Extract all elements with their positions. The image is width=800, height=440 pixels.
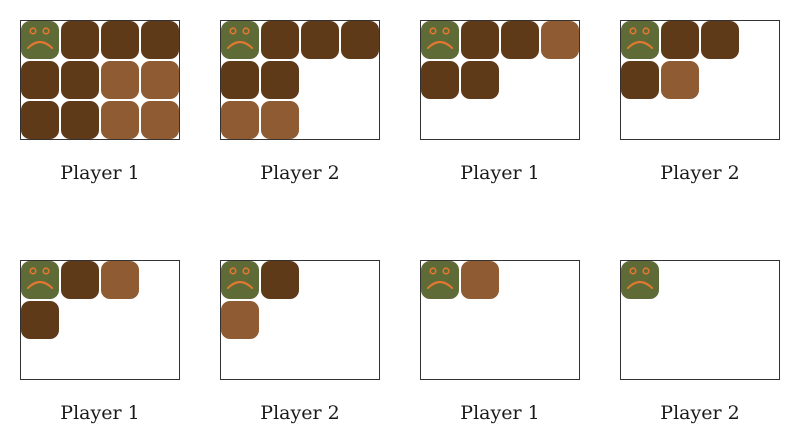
game-panel-4: Player 2 [620,20,780,184]
sad-face-icon [626,267,654,290]
sad-face-icon [426,267,454,290]
poison-square[interactable] [621,21,659,59]
poison-square[interactable] [221,21,259,59]
poison-square[interactable] [421,21,459,59]
chocolate-board [20,20,180,140]
poison-square[interactable] [621,261,659,299]
chocolate-square-dark[interactable] [461,61,499,99]
poison-square[interactable] [421,261,459,299]
game-panel-5: Player 1 [20,260,180,424]
chocolate-square-light[interactable] [101,101,139,139]
sad-face-icon [626,27,654,50]
chocolate-square-light[interactable] [461,261,499,299]
chocolate-square-dark[interactable] [501,21,539,59]
game-panel-2: Player 2 [220,20,380,184]
chocolate-square-dark[interactable] [221,61,259,99]
chocolate-board [20,260,180,380]
chocolate-square-dark[interactable] [661,21,699,59]
chocolate-square-dark[interactable] [421,61,459,99]
sad-face-icon [226,267,254,290]
sad-face-icon [226,27,254,50]
player-label: Player 1 [60,162,140,184]
chocolate-square-dark[interactable] [621,61,659,99]
player-label: Player 2 [660,162,740,184]
chocolate-board [620,260,780,380]
player-label: Player 1 [460,402,540,424]
player-label: Player 1 [60,402,140,424]
chocolate-board [420,20,580,140]
chocolate-board [420,260,580,380]
poison-square[interactable] [221,261,259,299]
sad-face-icon [26,27,54,50]
game-panel-8: Player 2 [620,260,780,424]
poison-square[interactable] [21,261,59,299]
chocolate-square-dark[interactable] [61,261,99,299]
chocolate-square-dark[interactable] [21,301,59,339]
chocolate-square-dark[interactable] [21,101,59,139]
sad-face-icon [426,27,454,50]
sad-face-icon [26,267,54,290]
chocolate-square-dark[interactable] [461,21,499,59]
chocolate-square-light[interactable] [221,301,259,339]
chocolate-board [220,20,380,140]
player-label: Player 2 [260,402,340,424]
chocolate-square-dark[interactable] [261,61,299,99]
chocolate-square-dark[interactable] [141,21,179,59]
poison-square[interactable] [21,21,59,59]
game-panel-1: Player 1 [20,20,180,184]
chocolate-square-light[interactable] [261,101,299,139]
chocolate-square-light[interactable] [541,21,579,59]
chocolate-square-dark[interactable] [261,21,299,59]
chocolate-square-light[interactable] [221,101,259,139]
game-panel-7: Player 1 [420,260,580,424]
chocolate-square-dark[interactable] [701,21,739,59]
chocolate-board [620,20,780,140]
chocolate-square-dark[interactable] [61,61,99,99]
chocolate-square-dark[interactable] [21,61,59,99]
chocolate-square-dark[interactable] [341,21,379,59]
player-label: Player 2 [260,162,340,184]
chocolate-square-light[interactable] [141,101,179,139]
chocolate-square-light[interactable] [101,261,139,299]
chocolate-square-dark[interactable] [301,21,339,59]
player-label: Player 1 [460,162,540,184]
chocolate-board [220,260,380,380]
game-panel-3: Player 1 [420,20,580,184]
chocolate-square-dark[interactable] [61,101,99,139]
chocolate-square-dark[interactable] [261,261,299,299]
chocolate-square-light[interactable] [661,61,699,99]
chocolate-square-light[interactable] [141,61,179,99]
player-label: Player 2 [660,402,740,424]
game-panel-6: Player 2 [220,260,380,424]
chocolate-square-dark[interactable] [61,21,99,59]
chocolate-square-dark[interactable] [101,21,139,59]
chocolate-square-light[interactable] [101,61,139,99]
